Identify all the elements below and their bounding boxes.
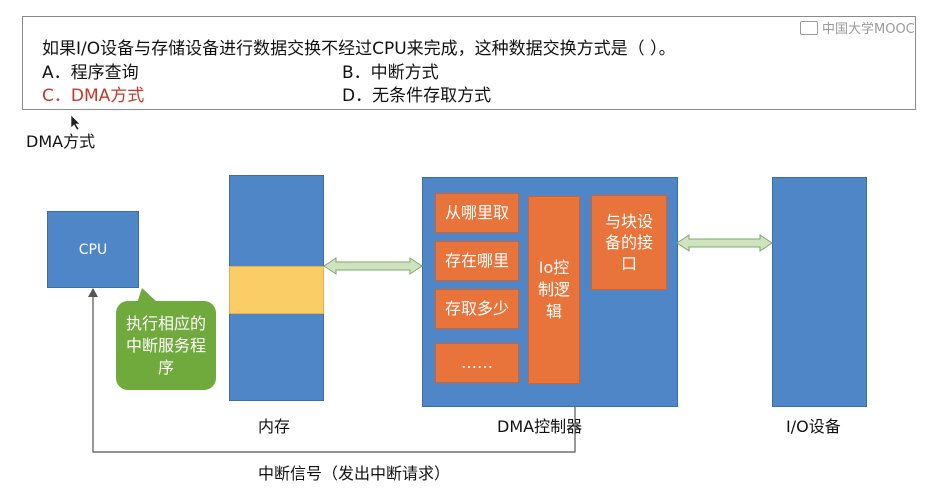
mem-dma-arrow bbox=[323, 257, 423, 275]
io-device-label: I/O设备 bbox=[786, 417, 841, 436]
option-d: D．无条件存取方式 bbox=[342, 86, 492, 106]
io-device-block bbox=[772, 177, 867, 407]
question-box bbox=[22, 16, 916, 110]
watermark: 中国大学MOOC bbox=[800, 18, 915, 37]
question-text: 如果I/O设备与存储设备进行数据交换不经过CPU来完成，这种数据交换方式是（ ）… bbox=[42, 39, 676, 59]
dma-cell-source: 从哪里取 bbox=[435, 193, 519, 233]
interrupt-signal-label: 中断信号（发出中断请求） bbox=[258, 464, 451, 483]
dma-io-arrow bbox=[676, 234, 773, 252]
cpu-label: CPU bbox=[78, 241, 108, 258]
dma-label: DMA控制器 bbox=[497, 417, 583, 436]
section-title: DMA方式 bbox=[26, 132, 96, 151]
mooc-logo-icon bbox=[800, 20, 818, 35]
block-device-interface: 与块设备的接口 bbox=[591, 195, 667, 290]
memory-label: 内存 bbox=[258, 417, 291, 436]
option-a: A．程序查询 bbox=[42, 63, 139, 83]
dma-cell-count: 存取多少 bbox=[435, 289, 519, 329]
cpu-block: CPU bbox=[47, 211, 139, 288]
dma-cell-destination: 存在哪里 bbox=[435, 241, 519, 281]
interrupt-service-bubble: 执行相应的中断服务程序 bbox=[116, 301, 216, 390]
option-c-answer: C．DMA方式 bbox=[42, 86, 145, 106]
interrupt-signal-arrowhead bbox=[88, 288, 98, 297]
memory-highlight bbox=[229, 266, 324, 314]
io-control-logic: Io控制逻辑 bbox=[528, 196, 580, 384]
dma-cell-more: …… bbox=[435, 343, 519, 383]
watermark-text: 中国大学MOOC bbox=[822, 22, 915, 37]
option-b: B．中断方式 bbox=[342, 63, 439, 83]
